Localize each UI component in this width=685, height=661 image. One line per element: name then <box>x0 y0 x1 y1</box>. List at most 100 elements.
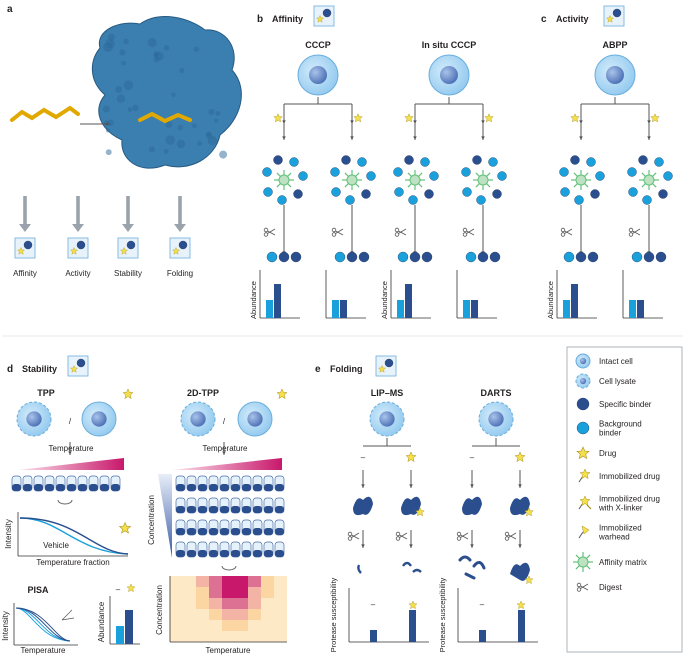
method-icon-dot <box>77 359 85 367</box>
matrix-core <box>478 175 488 185</box>
background-binder <box>332 188 341 197</box>
legend-label-immobilized_drug: Immobilized drug <box>599 472 660 481</box>
protease-bar <box>479 630 486 642</box>
affinity-icon-box <box>314 6 334 26</box>
sample-tube-fill <box>111 484 120 491</box>
drug-star-icon <box>127 584 135 592</box>
heatmap-cell <box>209 598 222 609</box>
sample-tube-fill <box>242 484 251 491</box>
protein-texture <box>215 111 220 116</box>
protein-texture <box>106 149 112 155</box>
heatmap-cell <box>274 587 287 598</box>
heatmap-cell <box>170 620 183 631</box>
cccp-ylabel: Abundance <box>249 281 258 319</box>
specific-binder <box>473 156 482 165</box>
specific-binder <box>279 252 289 262</box>
cell-nucleus <box>91 411 106 426</box>
abpp-matrix <box>571 170 591 190</box>
heatmap-cell <box>261 598 274 609</box>
2dtpp-title: 2D-TPP <box>187 388 219 398</box>
protein-texture <box>177 140 186 149</box>
heatmap-cell <box>209 631 222 642</box>
protein-texture <box>149 146 155 152</box>
specific-binder <box>576 252 586 262</box>
sample-tube-fill <box>67 484 76 491</box>
heatmap-cell <box>222 598 235 609</box>
protein-texture <box>153 53 157 57</box>
heatmap-cell <box>196 620 209 631</box>
method-title-abpp: ABPP <box>602 40 627 50</box>
sample-tube-fill <box>220 484 229 491</box>
background-binder <box>632 252 642 262</box>
tpp-intensity-label: Intensity <box>4 519 13 549</box>
drug-star-icon <box>409 601 417 609</box>
lip-ms-minus: – <box>361 453 366 462</box>
drug-star-icon <box>406 452 416 462</box>
heatmap-cell <box>222 631 235 642</box>
abundance-bar <box>266 300 273 318</box>
background-binder <box>629 188 638 197</box>
legend-affinity-matrix-icon <box>573 552 593 572</box>
abundance-bar <box>274 284 281 318</box>
down-arrow-head <box>72 224 84 232</box>
method-title-darts: DARTS <box>481 388 512 398</box>
sample-tube-fill <box>176 506 185 513</box>
heatmap-cell <box>170 587 183 598</box>
cell-nucleus <box>488 411 503 426</box>
sample-tube-fill <box>264 506 273 513</box>
method-title-lip-ms: LIP–MS <box>371 388 404 398</box>
2dtpp-temperature-label: Temperature <box>203 444 248 453</box>
sample-tube-fill <box>242 550 251 557</box>
cell-nucleus <box>606 66 624 84</box>
sample-tube-fill <box>78 484 87 491</box>
abundance-bar <box>405 284 412 318</box>
heatmap-cell <box>274 631 287 642</box>
drug-star-icon <box>354 114 363 122</box>
arrow-head <box>350 136 353 140</box>
sample-tube-fill <box>198 550 207 557</box>
sample-tube-fill <box>100 484 109 491</box>
heatmap-cell <box>222 576 235 587</box>
heatmap-cell <box>235 609 248 620</box>
cccp-matrix <box>274 170 294 190</box>
scissors-icon <box>264 228 275 236</box>
cell-nucleus <box>580 378 586 384</box>
drug-star-icon <box>571 114 580 122</box>
sample-tube-fill <box>209 550 218 557</box>
heatmap-cell <box>196 598 209 609</box>
specific-binder <box>425 190 434 199</box>
legend-label-specific_binder: Specific binder <box>599 400 652 409</box>
protein-texture <box>179 68 184 73</box>
2dtpp-concentration-label: Concentration <box>147 495 156 545</box>
protein-icon <box>353 497 373 515</box>
legend-label-drug: Drug <box>599 449 616 458</box>
matrix-core <box>578 557 588 567</box>
centrifuge-arrow <box>58 500 72 504</box>
heatmap-cell <box>183 609 196 620</box>
sample-tube-fill <box>198 506 207 513</box>
specific-binder <box>490 252 500 262</box>
heatmap-cell <box>235 587 248 598</box>
background-binder <box>628 168 637 177</box>
arrow-head <box>413 136 416 140</box>
drug-star-icon <box>515 452 525 462</box>
protein-texture <box>124 80 134 90</box>
vehicle-curve <box>20 518 128 554</box>
specific-binder <box>644 252 654 262</box>
digested-fragments <box>460 557 484 578</box>
heatmap-cell <box>261 609 274 620</box>
arrow-head <box>647 120 650 124</box>
background-binder <box>346 196 355 205</box>
matrix-core <box>347 175 357 185</box>
sample-tube-fill <box>275 550 284 557</box>
vehicle-label: Vehicle <box>43 541 69 550</box>
heatmap-cell <box>183 576 196 587</box>
down-arrow-shaft <box>76 196 80 225</box>
pisa-intensity-label: Intensity <box>1 611 10 641</box>
sample-tube-fill <box>187 550 196 557</box>
sample-tube-fill <box>187 506 196 513</box>
drug-curve <box>20 518 128 554</box>
panel-d-letter: d <box>7 364 13 375</box>
method-icon-0 <box>15 238 35 258</box>
heatmap-cell <box>235 576 248 587</box>
